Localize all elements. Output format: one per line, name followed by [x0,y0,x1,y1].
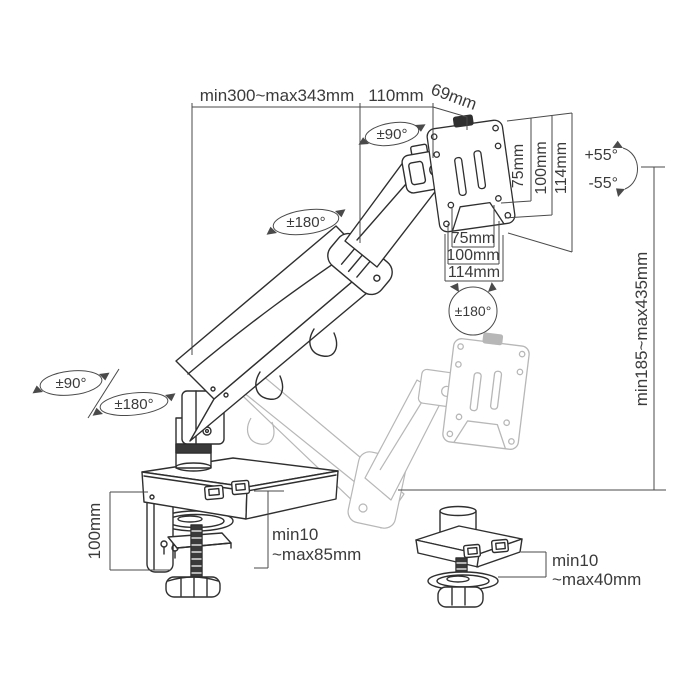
dim-height-range: min185~max435mm [398,166,666,491]
dimension-lines: min300~max343mm 110mm 69mm ±90° ±180° ±9… [32,80,666,589]
desk-clamp-base [141,457,339,598]
rotation-annotations: ±90° ±180° ±90° ±180° +55° -55° ± [32,121,638,419]
vesa-plate [424,109,517,234]
ghost-vesa-plate [441,328,532,451]
dim-top-offset-label: 110mm [368,86,423,105]
dim-head-depth-label: 69mm [428,80,479,114]
grommet-range-min-label: min10 [552,551,598,570]
arm-assembly [141,109,517,598]
vesa-v-114-label: 114mm [553,142,570,194]
cable-clip [309,328,338,357]
ghost-arm-position [223,328,532,529]
dim-top: min300~max343mm 110mm 69mm [191,80,479,355]
tilt-down-label: -55° [588,175,618,192]
base-swivel-180-label: ±180° [114,396,153,413]
clamp-column-height-label: 100mm [85,503,104,560]
vesa-v-100-label: 100mm [533,141,550,194]
upper-arm-rotation-label: ±180° [286,214,325,231]
grommet-nut [437,586,484,608]
usb-port [203,484,225,501]
usb-port [462,543,482,559]
dim-clamp-height: 100mm [85,491,171,571]
usb-port [230,479,251,496]
grommet-mount-detail [415,505,523,608]
vesa-rotation-label: ±180° [455,303,492,319]
dim-vesa-horizontal: 75mm 100mm 114mm [444,205,504,282]
dim-vesa-vertical: 75mm 100mm 114mm [500,112,573,253]
base-swivel-90-label: ±90° [56,375,87,392]
dim-grommet-range: min10 ~max40mm [498,551,641,589]
cable-clip [255,371,284,400]
clamp-range-min-label: min10 [272,525,318,544]
vesa-h-75-label: 75mm [451,230,495,247]
dim-clamp-range: min10 ~max85mm [254,490,361,569]
head-swivel-label: ±90° [377,126,408,143]
dim-top-width-label: min300~max343mm [200,86,355,105]
vesa-v-75-label: 75mm [510,144,527,188]
vesa-h-114-label: 114mm [448,264,500,281]
clamp-range-max-label: ~max85mm [272,545,361,564]
vesa-h-100-label: 100mm [446,247,499,264]
height-range-label: min185~max435mm [632,252,651,407]
grommet-range-max-label: ~max40mm [552,570,641,589]
usb-port [490,538,510,554]
tilt-up-label: +55° [584,147,618,164]
